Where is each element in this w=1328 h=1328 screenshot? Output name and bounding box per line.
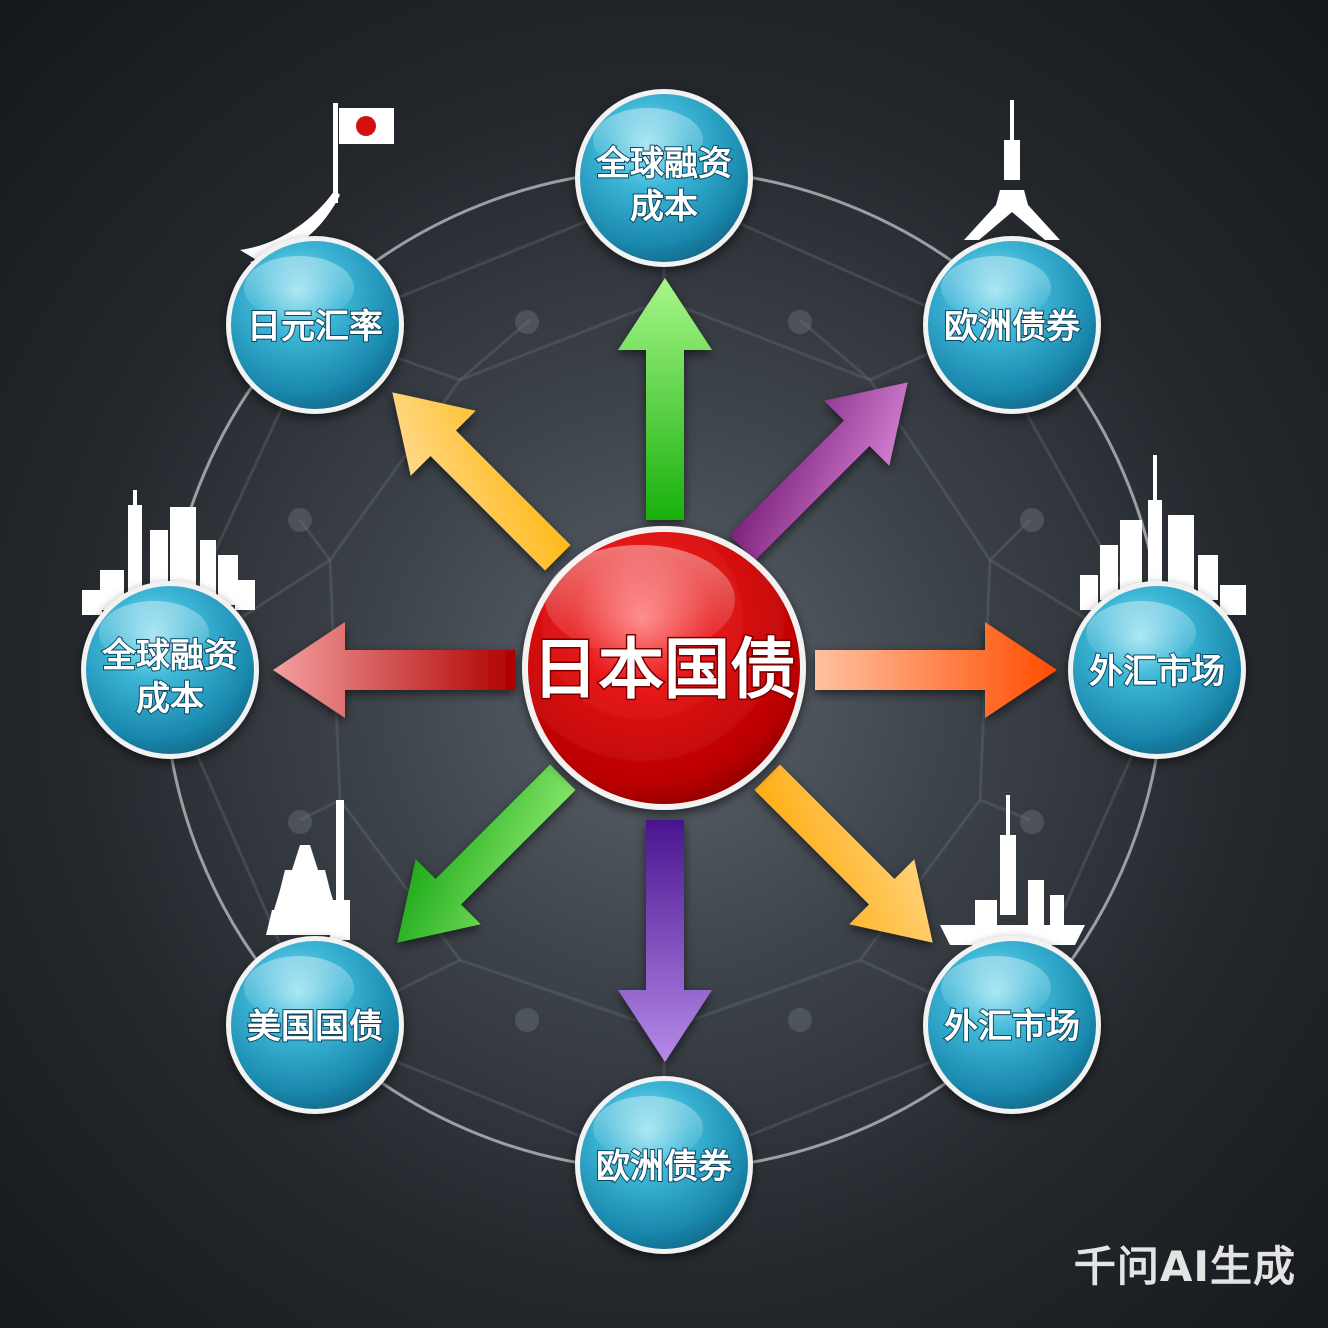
pagoda-tower-icon	[266, 800, 350, 940]
arrow-down	[618, 820, 712, 1062]
node-right: 外汇市场	[1068, 581, 1246, 759]
arrows	[273, 278, 1057, 1062]
arrow-down-right	[754, 764, 933, 943]
node-top-left-label: 日元汇率	[247, 307, 383, 347]
node-bottom-right: 外汇市场	[923, 936, 1101, 1114]
node-left: 全球融资 成本	[81, 581, 259, 759]
node-top-label-line1: 全球融资	[595, 144, 732, 184]
node-top: 全球融资 成本	[575, 89, 753, 267]
arrow-up	[618, 278, 712, 520]
node-right-label: 外汇市场	[1089, 652, 1225, 692]
node-left-label-line2: 成本	[136, 679, 204, 719]
city-skyline-right-icon	[1080, 455, 1246, 615]
node-top-left: 日元汇率	[226, 236, 404, 414]
node-bottom-left-label: 美国国债	[247, 1007, 383, 1047]
arrow-left	[273, 622, 515, 718]
node-left-label-line1: 全球融资	[101, 636, 238, 676]
arrow-down-left	[397, 764, 576, 943]
center-node: 日本国债	[522, 526, 806, 810]
node-bottom: 欧洲债券	[575, 1076, 753, 1254]
arrow-right	[815, 622, 1057, 718]
node-top-right-label: 欧洲债券	[944, 307, 1081, 347]
arrow-up-right	[729, 382, 908, 561]
arrow-up-left	[392, 392, 571, 571]
city-skyline-bottom-right-icon	[940, 795, 1085, 945]
node-bottom-right-label: 外汇市场	[944, 1007, 1080, 1047]
watermark: 千问AI生成	[1073, 1242, 1296, 1291]
node-bottom-label: 欧洲债券	[596, 1147, 733, 1187]
tv-tower-icon	[964, 100, 1060, 240]
node-top-right: 欧洲债券	[923, 236, 1101, 414]
center-label: 日本国债	[532, 631, 796, 708]
background-network-dots	[288, 310, 1044, 1032]
node-bottom-left: 美国国债	[226, 936, 404, 1114]
node-top-label-line2: 成本	[630, 187, 698, 227]
